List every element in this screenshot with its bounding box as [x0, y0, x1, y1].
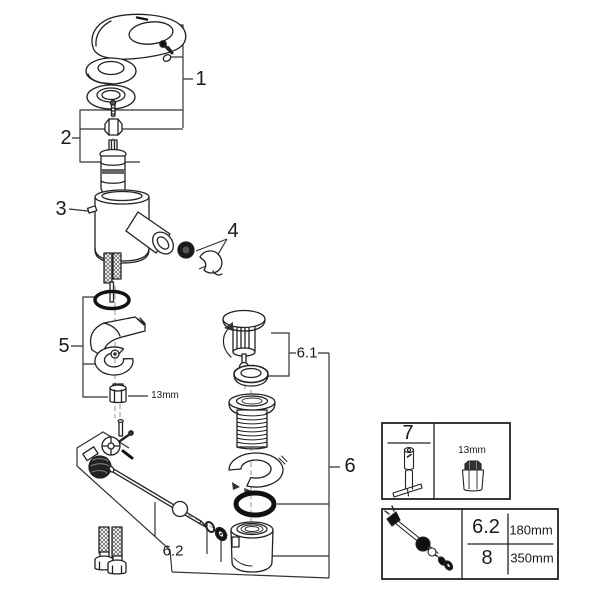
mounting-nut-13mm	[109, 383, 127, 404]
faucet-body	[86, 189, 174, 264]
plug-seal	[233, 364, 269, 387]
callout-6-1: 6.1	[296, 344, 318, 362]
callout-1: 1	[195, 68, 207, 90]
handle-screw	[159, 40, 174, 63]
horseshoe-washer	[94, 346, 134, 376]
aerator-and-joint	[177, 241, 223, 276]
tool-box-frame	[381, 422, 511, 500]
rod-seal-and-nut	[204, 520, 228, 542]
popup-plug	[222, 309, 266, 373]
mounting-studs	[103, 252, 122, 303]
supply-hoses	[94, 526, 127, 575]
info-boxes	[381, 422, 559, 580]
pivot-pin	[117, 418, 124, 437]
drain-cup	[230, 521, 274, 573]
parts	[82, 13, 288, 575]
lift-rod-icon	[384, 505, 454, 571]
escutcheon-rings	[85, 57, 137, 110]
socket-13mm-icon	[461, 460, 485, 492]
callout-6-2: 6.2	[162, 542, 184, 560]
length-box-frame	[381, 508, 559, 580]
body-o-ring	[93, 289, 131, 311]
callout-6: 6	[344, 455, 356, 477]
tool-box-part-number: 7	[402, 422, 414, 444]
lift-rod	[108, 465, 207, 528]
cartridge-screw	[109, 99, 117, 117]
lever-handle	[91, 13, 187, 60]
tool-box-socket-size: 13mm	[458, 445, 486, 456]
nut-size-label: 13mm	[151, 390, 179, 401]
length-row2-part: 8	[481, 547, 493, 569]
popup-clamp	[82, 430, 134, 479]
socket-wrench-tool-icon	[392, 446, 423, 498]
drain-flange	[228, 393, 276, 450]
callout-2: 2	[60, 127, 72, 149]
callout-3: 3	[55, 198, 67, 220]
drain-wedge	[228, 452, 288, 494]
length-row1-length: 180mm	[509, 522, 553, 538]
callout-5: 5	[58, 335, 70, 357]
length-row1-part: 6.2	[472, 516, 500, 538]
drain-o-ring	[233, 490, 277, 518]
length-row2-length: 350mm	[510, 550, 554, 566]
cartridge-nut	[104, 118, 123, 136]
callout-4: 4	[227, 220, 239, 242]
